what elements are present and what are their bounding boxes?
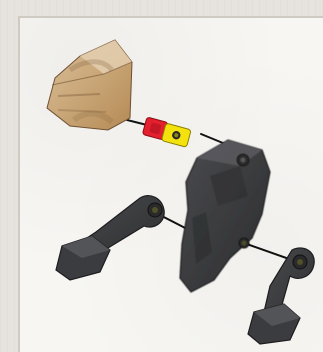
helmet-block-icon (47, 40, 132, 130)
connector-part-icon (142, 117, 191, 147)
right-leg-icon (248, 248, 314, 344)
left-leg-icon (56, 196, 164, 280)
torso-part-icon (180, 140, 270, 292)
